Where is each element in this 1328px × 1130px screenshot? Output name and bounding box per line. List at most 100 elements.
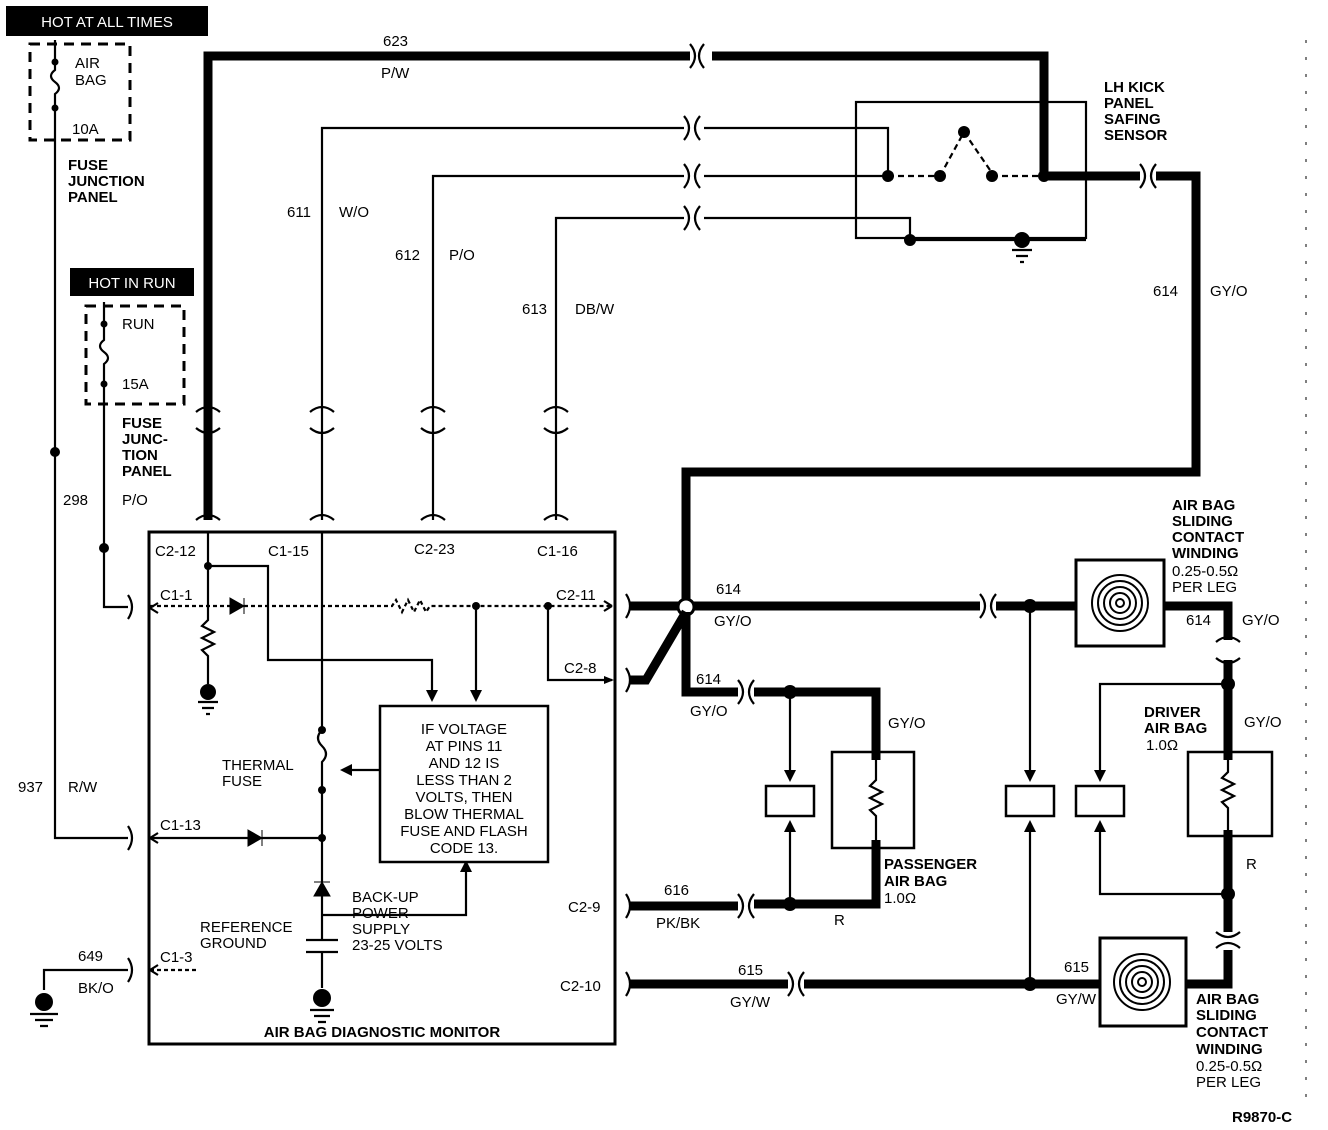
diagnostic-note-box xyxy=(378,704,550,864)
conn-c1-13 xyxy=(127,825,134,851)
wire-649 xyxy=(42,968,128,990)
passenger-r: R xyxy=(834,912,845,929)
hot-in-run-label: HOT IN RUN xyxy=(88,275,175,292)
wire-611-color: W/O xyxy=(339,204,369,221)
ref-ground-line1: REFERENCE xyxy=(200,919,293,936)
pin-c2-12: C2-12 xyxy=(155,543,196,560)
wire-611-number: 611 xyxy=(287,204,311,221)
passenger-label-1: PASSENGER xyxy=(884,856,977,873)
note-line-1: IF VOLTAGE xyxy=(421,721,507,738)
wire-298-color: P/O xyxy=(122,492,148,509)
pin-c1-15: C1-15 xyxy=(268,543,309,560)
wire-616-color: PK/BK xyxy=(656,915,700,932)
clockspring-top-coil-icon xyxy=(1091,574,1149,632)
clockspring-bottom-coil-icon xyxy=(1113,953,1171,1011)
wire-615a-number: 615 xyxy=(738,962,763,979)
wire-612-color: P/O xyxy=(449,247,475,264)
wire-615a-color: GY/W xyxy=(730,994,771,1011)
fjp1-line3: PANEL xyxy=(68,189,118,206)
backup-line3: SUPPLY xyxy=(352,921,410,938)
wire-613 xyxy=(554,216,684,520)
driver-sense-box xyxy=(1074,784,1126,818)
note-line-5: VOLTS, THEN xyxy=(416,789,513,806)
fjp2-line4: PANEL xyxy=(122,463,172,480)
fjp2-line3: TION xyxy=(122,447,158,464)
sensor-label-1: LH KICK xyxy=(1104,79,1165,96)
wire-614a-number: 614 xyxy=(716,581,741,598)
hot-at-all-times-label: HOT AT ALL TIMES xyxy=(41,14,173,31)
wire-613-number: 613 xyxy=(522,301,547,318)
scb-line5: 0.25-0.5Ω xyxy=(1196,1058,1262,1075)
airbag-fuse-rating: 10A xyxy=(72,121,99,138)
conn-c2-10 xyxy=(625,971,632,997)
wire-649-color: BK/O xyxy=(78,980,114,997)
wire-612 xyxy=(431,174,684,520)
fjp2-line2: JUNC- xyxy=(122,431,168,448)
pin-c2-8: C2-8 xyxy=(564,660,597,677)
airbag-fuse-line1: AIR xyxy=(75,55,100,72)
wire-623 xyxy=(203,51,690,520)
wire-298-number: 298 xyxy=(63,492,88,509)
driver-label-3: 1.0Ω xyxy=(1146,737,1178,754)
run-fuse-box xyxy=(84,304,186,406)
note-line-6: BLOW THERMAL xyxy=(404,806,524,823)
hot-at-all-times-header xyxy=(6,6,208,36)
passenger-label-3: 1.0Ω xyxy=(884,890,916,907)
conn-613 xyxy=(683,205,701,231)
wire-613-color: DB/W xyxy=(575,301,615,318)
ground-649-icon xyxy=(35,993,53,1011)
fjp2-line1: FUSE xyxy=(122,415,162,432)
note-line-7: FUSE AND FLASH xyxy=(400,823,528,840)
pin-c2-23: C2-23 xyxy=(414,541,455,558)
note-line-3: AND 12 IS xyxy=(429,755,500,772)
run-fuse-symbol xyxy=(98,302,110,400)
wire-937-color: R/W xyxy=(68,779,98,796)
sensor-label-3: SAFING xyxy=(1104,111,1161,128)
wire-937 xyxy=(53,145,128,840)
fjp1-line2: JUNCTION xyxy=(68,173,145,190)
passenger-gyo: GY/O xyxy=(888,715,926,732)
vertical-connectors xyxy=(195,405,569,521)
conn-614-sensor xyxy=(1139,163,1157,189)
wire-623-color: P/W xyxy=(381,65,410,82)
airbag-fuse-box xyxy=(28,42,132,142)
wire-614-top xyxy=(681,171,1201,608)
wire-614-top-color: GY/O xyxy=(1210,283,1248,300)
conn-c1-3 xyxy=(127,957,134,983)
wire-612-number: 612 xyxy=(395,247,420,264)
scb-line4: WINDING xyxy=(1196,1041,1263,1058)
conn-c1-1 xyxy=(127,594,134,620)
wire-614a-color: GY/O xyxy=(714,613,752,630)
monitor-internal-wiring xyxy=(149,532,614,1024)
clockspring-top xyxy=(1074,558,1166,648)
wire-614b-color: GY/O xyxy=(690,703,728,720)
airbag-fuse-symbol xyxy=(49,40,61,145)
sensor-switch xyxy=(888,131,1044,178)
pin-c1-16: C1-16 xyxy=(537,543,578,560)
note-line-8: CODE 13. xyxy=(430,840,498,857)
wire-614b-number: 614 xyxy=(696,671,721,688)
sct-line3: CONTACT xyxy=(1172,529,1244,546)
wire-615b-number: 615 xyxy=(1064,959,1089,976)
sct-line4: WINDING xyxy=(1172,545,1239,562)
wire-616-number: 616 xyxy=(664,882,689,899)
backup-line1: BACK-UP xyxy=(352,889,419,906)
wire-611 xyxy=(320,126,684,520)
figure-id: R9870-C xyxy=(1232,1109,1292,1126)
wire-298 xyxy=(102,400,128,609)
wire-937-number: 937 xyxy=(18,779,43,796)
hot-in-run-header xyxy=(70,268,194,296)
conn-612 xyxy=(683,163,701,189)
scb-line2: SLIDING xyxy=(1196,1007,1257,1024)
passenger-label-2: AIR BAG xyxy=(884,873,947,890)
pin-c1-13: C1-13 xyxy=(160,817,201,834)
backup-line2: POWER xyxy=(352,905,409,922)
run-fuse-label: RUN xyxy=(122,316,155,333)
sensor-label-2: PANEL xyxy=(1104,95,1154,112)
pin-c1-3: C1-3 xyxy=(160,949,193,966)
pin-c2-10: C2-10 xyxy=(560,978,601,995)
sct-line5: 0.25-0.5Ω xyxy=(1172,563,1238,580)
scb-line1: AIR BAG xyxy=(1196,991,1259,1008)
